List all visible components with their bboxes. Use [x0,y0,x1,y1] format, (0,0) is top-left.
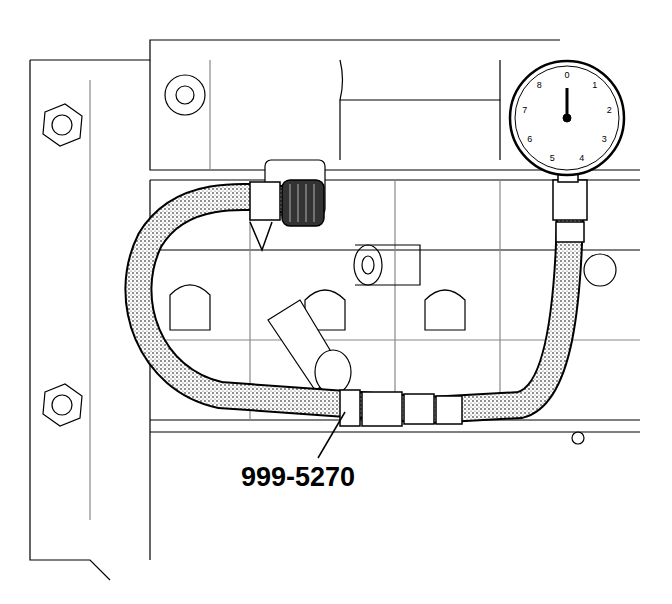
gauge-scale-number: 7 [522,106,527,115]
gauge-scale-number: 4 [579,154,584,163]
tool-number: 999-5270 [238,463,358,492]
gauge-scale-number: 8 [537,81,542,90]
gauge-scale-number: 1 [592,81,597,90]
gauge-scale-number: 0 [564,71,569,80]
gauge-scale-number: 3 [602,135,607,144]
gauge-scale-number: 6 [527,135,532,144]
gauge-scale-number: 5 [550,154,555,163]
gauge-scale-number: 2 [607,106,612,115]
